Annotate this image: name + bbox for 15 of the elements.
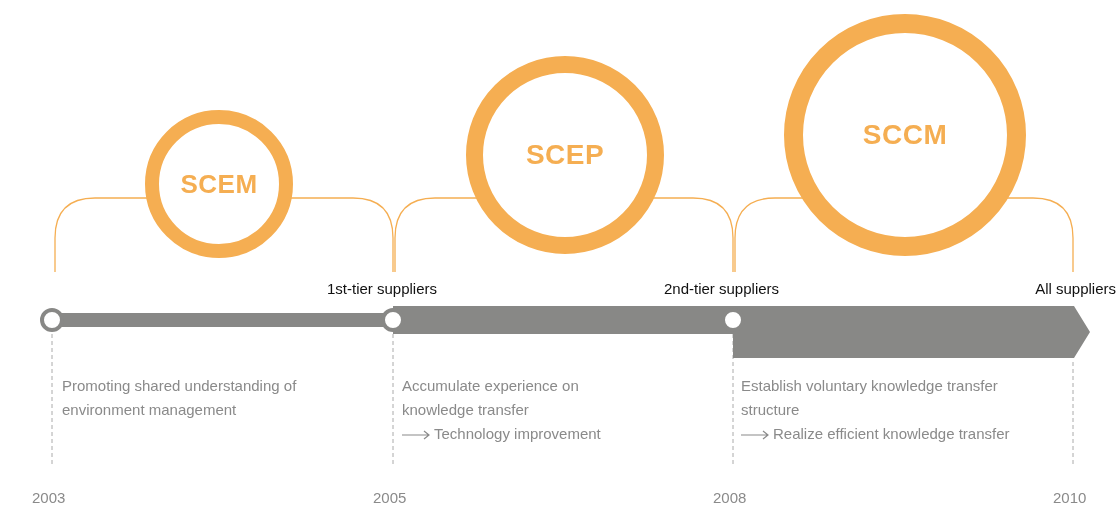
tier-label: 1st-tier suppliers [327, 279, 438, 299]
description-text: Promoting shared understanding of environment management [62, 376, 298, 420]
description-text: Technology improvement [434, 424, 602, 444]
program-name: SCEP [525, 139, 605, 171]
description-text: Realize efficient knowledge transfer [773, 424, 1011, 444]
description-text: Establish voluntary knowledge transfer structure [741, 376, 999, 420]
year-label: 2005 [373, 488, 407, 508]
description-text: Accumulate experience on knowledge transfer [402, 376, 580, 420]
program-name: SCCM [862, 119, 948, 151]
program-name: SCEM [180, 168, 258, 200]
tier-label: 2nd-tier suppliers [664, 279, 780, 299]
tier-label: All suppliers [1035, 279, 1116, 299]
year-label: 2003 [32, 488, 66, 508]
year-label: 2008 [713, 488, 747, 508]
year-label: 2010 [1053, 488, 1087, 508]
